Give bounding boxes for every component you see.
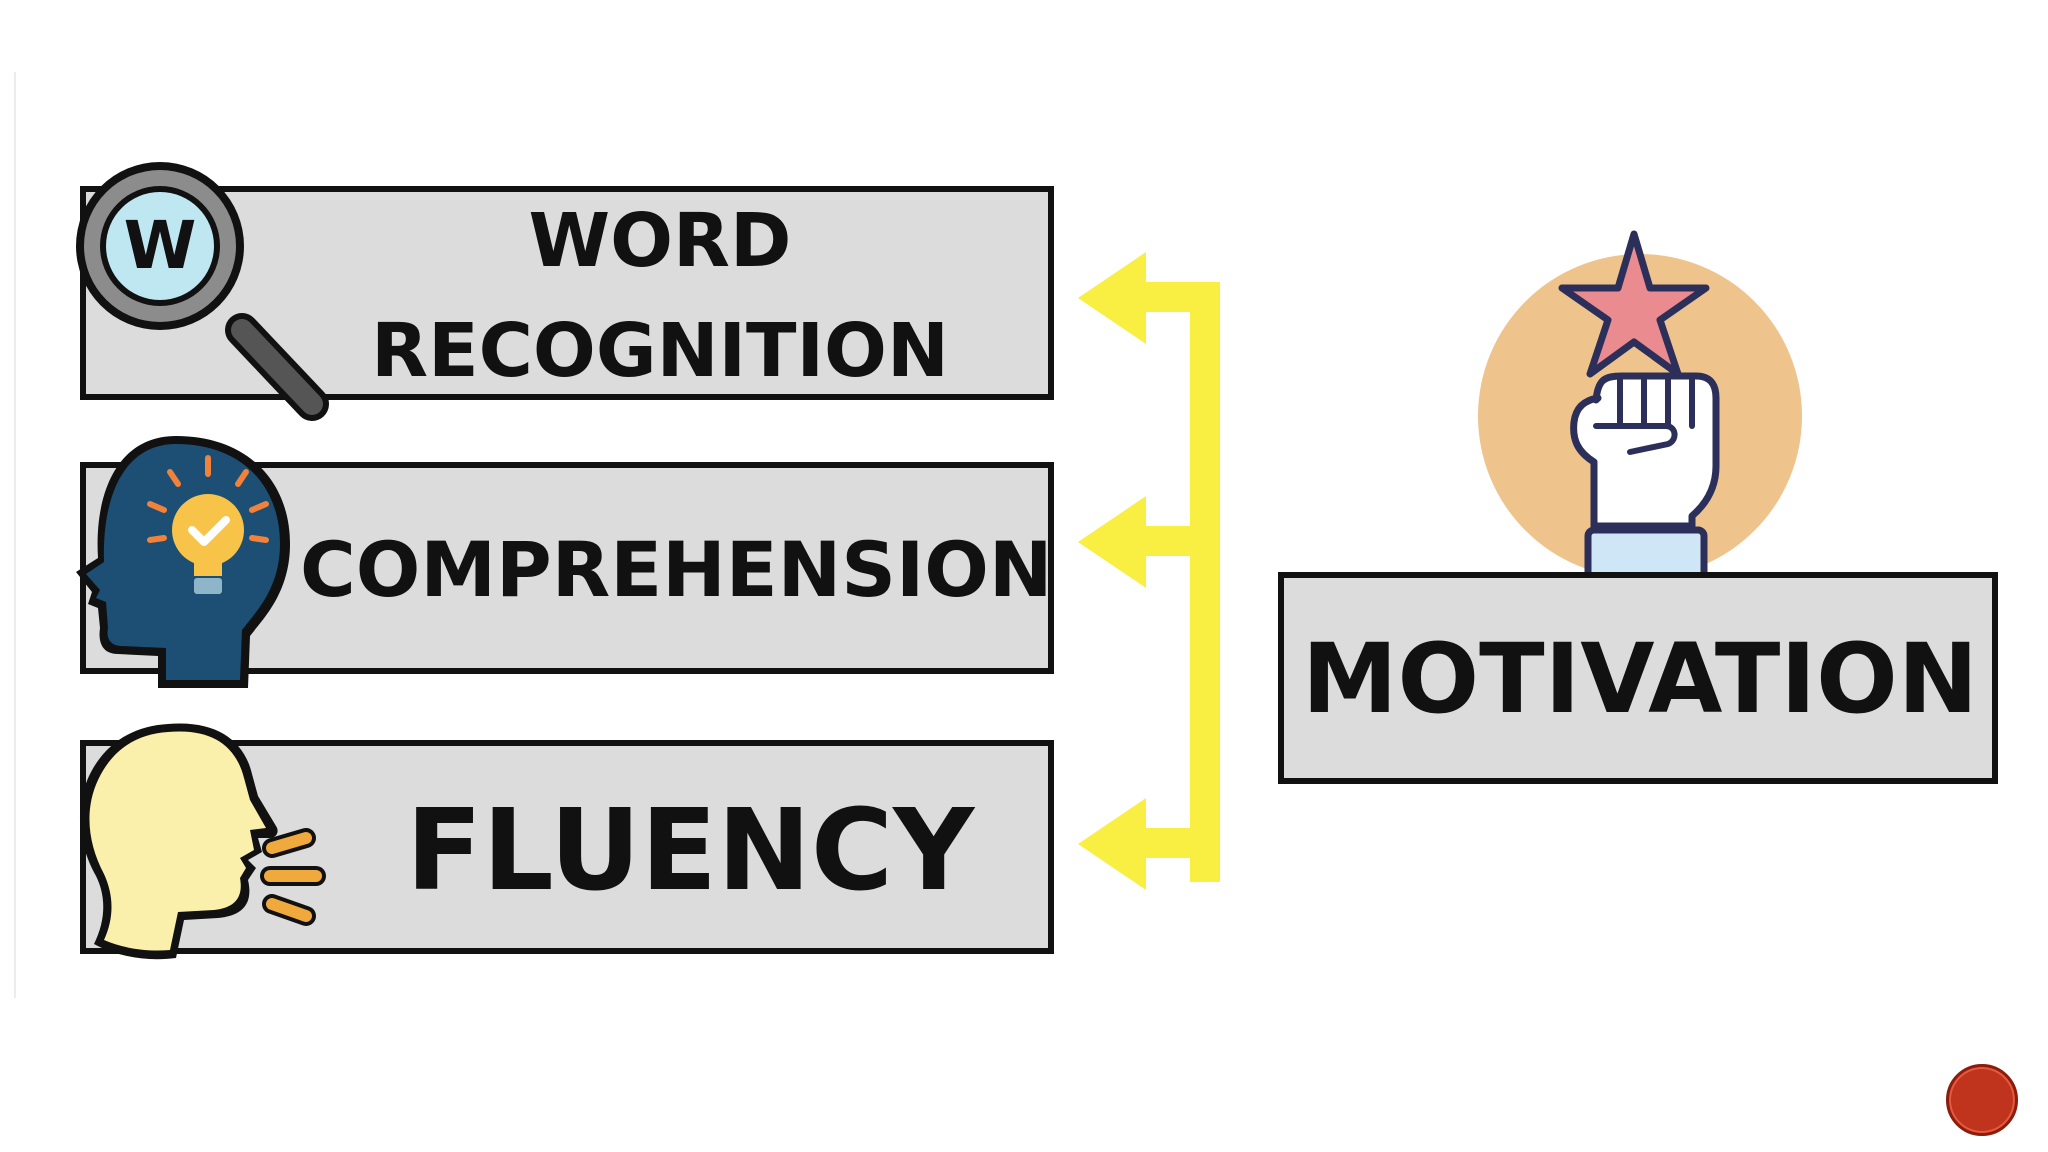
motivation-label: MOTIVATION: [1301, 623, 1979, 735]
motivation-box: [1278, 572, 1998, 784]
word-recognition-box: [80, 186, 1054, 400]
word-recognition-label-line1: WORD: [528, 198, 792, 284]
word-recognition-label-line2: RECOGNITION: [371, 308, 949, 394]
svg-text:W: W: [124, 207, 197, 284]
comprehension-label: COMPREHENSION: [300, 525, 1053, 614]
bracket-arrows-icon: [1078, 252, 1220, 890]
fluency-label: FLUENCY: [405, 786, 975, 916]
slide-edge-line: [14, 72, 16, 998]
magnifying-glass-w-icon: W: [76, 162, 329, 421]
raised-fist-star-icon: [1478, 230, 1802, 606]
speaking-head-icon: [79, 723, 326, 960]
head-lightbulb-icon: [76, 436, 290, 688]
slide-nav-button[interactable]: [1946, 1064, 2018, 1136]
